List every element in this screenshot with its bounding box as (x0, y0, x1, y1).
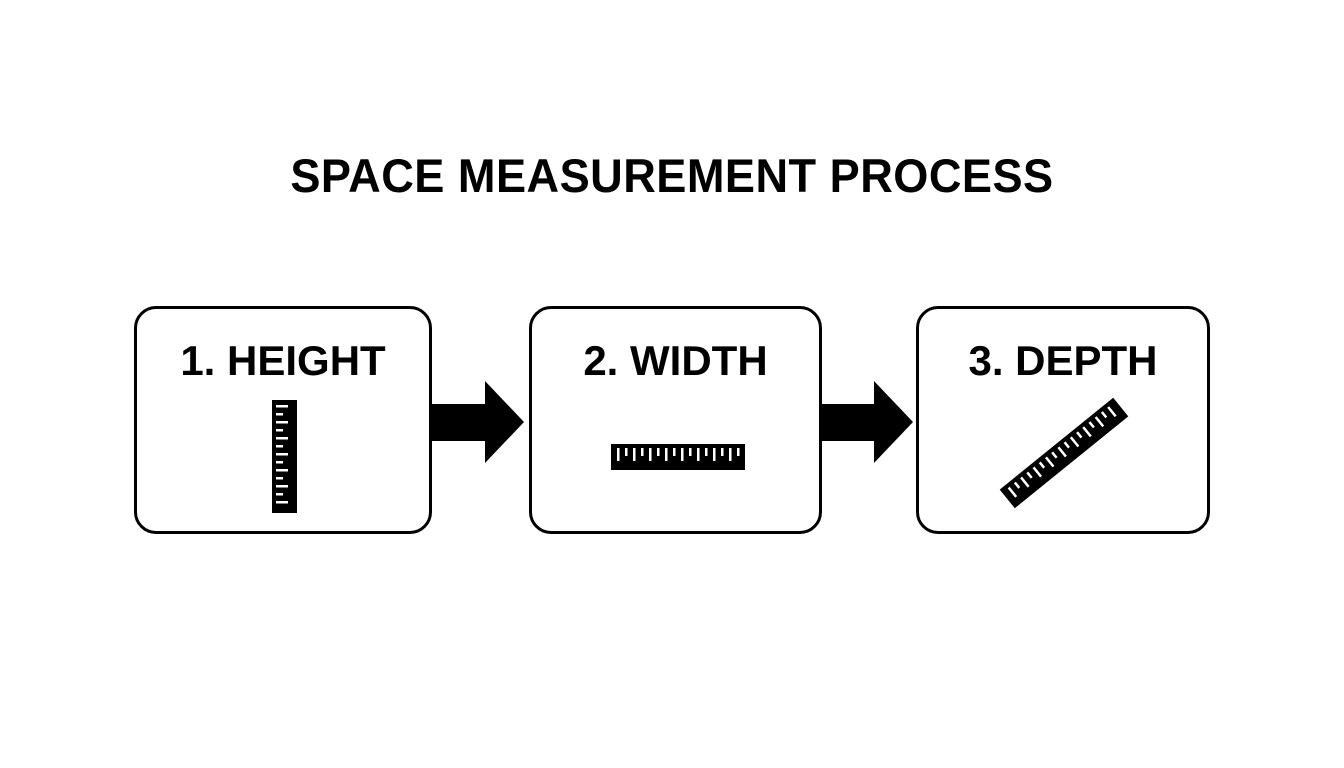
arrow-right-icon (431, 381, 524, 463)
vertical-ruler-icon (272, 400, 297, 513)
horizontal-ruler-icon (611, 444, 745, 470)
diagram-title: SPACE MEASUREMENT PROCESS (290, 149, 1054, 202)
step-height-label: 1. HEIGHT (180, 337, 386, 384)
diagonal-ruler-icon (999, 397, 1129, 509)
step-width-box: 2. WIDTH (529, 306, 822, 534)
arrow-right-icon (820, 381, 913, 463)
step-depth-label: 3. DEPTH (968, 337, 1158, 384)
step-height-box: 1. HEIGHT (134, 306, 432, 534)
step-width-label: 2. WIDTH (583, 337, 768, 384)
step-depth-box: 3. DEPTH (916, 306, 1210, 534)
